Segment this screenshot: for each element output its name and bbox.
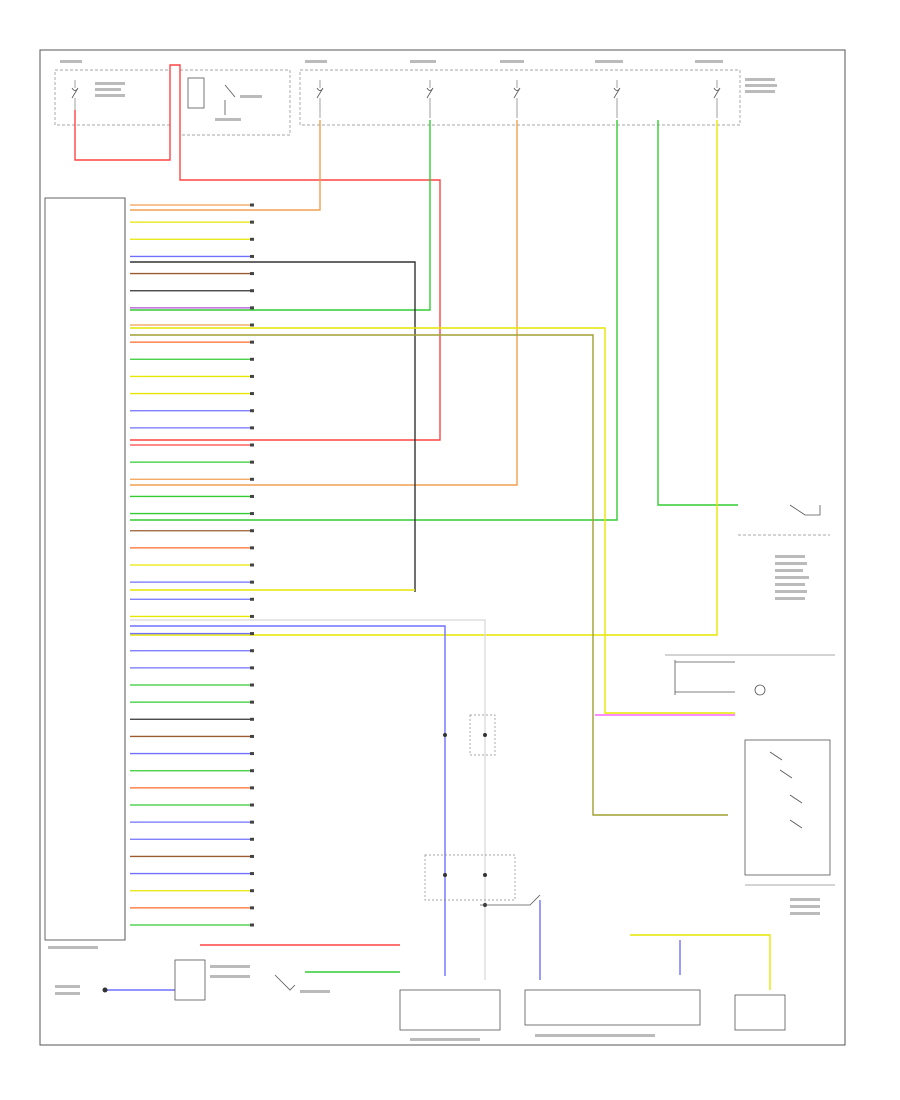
cluster-row-pin: [250, 237, 254, 241]
cluster-row-pin: [250, 872, 254, 876]
wire-black-ground: [130, 261, 416, 592]
cluster-row-pin: [250, 923, 254, 927]
wire-green-row20: [130, 120, 618, 521]
cluster-row-pin: [250, 392, 254, 396]
cluster-row-pin: [250, 203, 254, 207]
cluster-row-pin: [250, 272, 254, 276]
connector-dot: [102, 987, 108, 993]
wire-grey: [130, 619, 486, 980]
tcm-switch: [789, 504, 821, 516]
cluster-row-pin: [250, 700, 254, 704]
cluster-row-pin: [250, 906, 254, 910]
fuse-4-symbol: [513, 87, 521, 99]
cluster-row-pin: [250, 426, 254, 430]
relay-switch: [224, 84, 236, 115]
cluster-row-pin: [250, 649, 254, 653]
cluster-row-pin: [250, 443, 254, 447]
wire-green-row10: [130, 120, 431, 311]
instrument-cluster: [44, 197, 254, 949]
cluster-row-pin: [250, 323, 254, 327]
cluster-row-pin: [250, 837, 254, 841]
cluster-row-pin: [250, 460, 254, 464]
wire-yellow-bottom: [630, 934, 771, 990]
cluster-row-pin: [250, 580, 254, 584]
pressure-switch: [274, 974, 296, 991]
cluster-row-pin: [250, 717, 254, 721]
gear-switch-box: [744, 739, 831, 876]
relay-box-outline: [179, 69, 291, 136]
top-wires: [74, 64, 738, 636]
cluster-row-pin: [250, 306, 254, 310]
cluster-row-pin: [250, 820, 254, 824]
fuse-1-symbol: [71, 87, 79, 99]
cluster-row-pin: [250, 357, 254, 361]
diagram-frame: [39, 49, 846, 1046]
splice-box-2: [424, 854, 516, 901]
cluster-row-pin: [250, 597, 254, 601]
splice-box-1: [469, 714, 496, 756]
cluster-row-pin: [250, 409, 254, 413]
cluster-row-pin: [250, 220, 254, 224]
cluster-row-pin: [250, 563, 254, 567]
cluster-row-pin: [250, 289, 254, 293]
wire-blue-row28: [130, 625, 446, 976]
front-electronic-module: [399, 989, 501, 1031]
top-fuse-area: [54, 60, 777, 136]
wire-orange-row17: [130, 120, 518, 486]
fuse-3-symbol: [426, 87, 434, 99]
wire-yellow-right: [130, 120, 718, 636]
cluster-label-placeholder: [48, 946, 98, 949]
cluster-row-pin: [250, 769, 254, 773]
cluster-row-pin: [250, 752, 254, 756]
cluster-row-pin: [250, 512, 254, 516]
wire-orange-row1: [130, 120, 321, 211]
fuse-6-symbol: [713, 87, 721, 99]
cluster-row-pin: [250, 666, 254, 670]
bottom-modules: [55, 959, 786, 1041]
right-components: [665, 504, 835, 915]
cluster-row-pin: [250, 734, 254, 738]
cluster-row-pin: [250, 683, 254, 687]
cluster-row-pin: [250, 632, 254, 636]
cluster-row-pin: [250, 254, 254, 258]
cluster-row-pin: [250, 889, 254, 893]
cluster-box: [44, 197, 126, 941]
fuse-2-symbol: [316, 87, 324, 99]
fuse-5-symbol: [613, 87, 621, 99]
cluster-row-pin: [250, 477, 254, 481]
cluster-row-pin: [250, 614, 254, 618]
fuel-sender: [734, 994, 786, 1031]
cluster-row-pin: [250, 529, 254, 533]
cluster-row-pin: [250, 803, 254, 807]
left-sensor: [174, 959, 206, 1001]
wire-red-main: [74, 64, 441, 441]
wire-olive-row12: [130, 334, 728, 816]
wire-green-tcm: [657, 120, 738, 506]
cluster-row-pin: [250, 854, 254, 858]
relay-coil: [187, 77, 205, 109]
cluster-row-pin: [250, 340, 254, 344]
motor-symbol: [754, 684, 766, 696]
cluster-connector-rows: [130, 203, 254, 927]
center-splices: [424, 714, 541, 907]
fuse-box-outline: [299, 69, 741, 126]
wire-yellow-row11: [130, 327, 735, 714]
cluster-row-pin: [250, 546, 254, 550]
cluster-row-pin: [250, 494, 254, 498]
mid-wires: [105, 261, 771, 991]
rear-electronic-module: [524, 989, 701, 1026]
cluster-row-pin: [250, 786, 254, 790]
cluster-row-pin: [250, 374, 254, 378]
